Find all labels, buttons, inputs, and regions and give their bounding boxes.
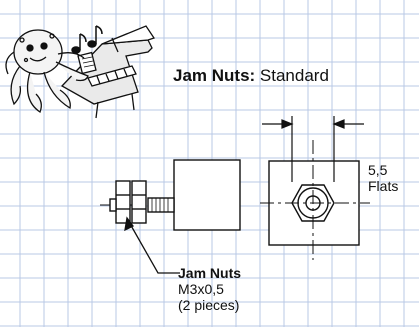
jam-nut-1	[115, 180, 131, 224]
callout-spec: M3x0,5	[178, 281, 224, 297]
title-rest: Standard	[255, 66, 329, 85]
section-title: Jam Nuts: Standard	[173, 66, 329, 86]
flats-dimension	[262, 116, 364, 182]
threaded-stud	[147, 197, 175, 213]
dimension-note: Flats	[368, 178, 399, 194]
octopus-at-piano-icon	[5, 25, 156, 119]
end-view-drawing	[260, 140, 370, 260]
dimension-value: 5,5	[368, 162, 388, 178]
jam-nut-2	[131, 180, 147, 224]
callout-leader	[124, 216, 180, 274]
side-view-drawing	[100, 159, 241, 231]
jam-nuts-callout: Jam Nuts M3x0,5 (2 pieces)	[178, 265, 241, 313]
body-block-side	[173, 159, 241, 231]
callout-title: Jam Nuts	[178, 265, 242, 281]
callout-qty: (2 pieces)	[178, 297, 240, 313]
title-bold: Jam Nuts:	[173, 66, 256, 85]
flats-dimension-label: 5,5 Flats	[368, 162, 398, 194]
music-notes-icon	[71, 25, 103, 54]
